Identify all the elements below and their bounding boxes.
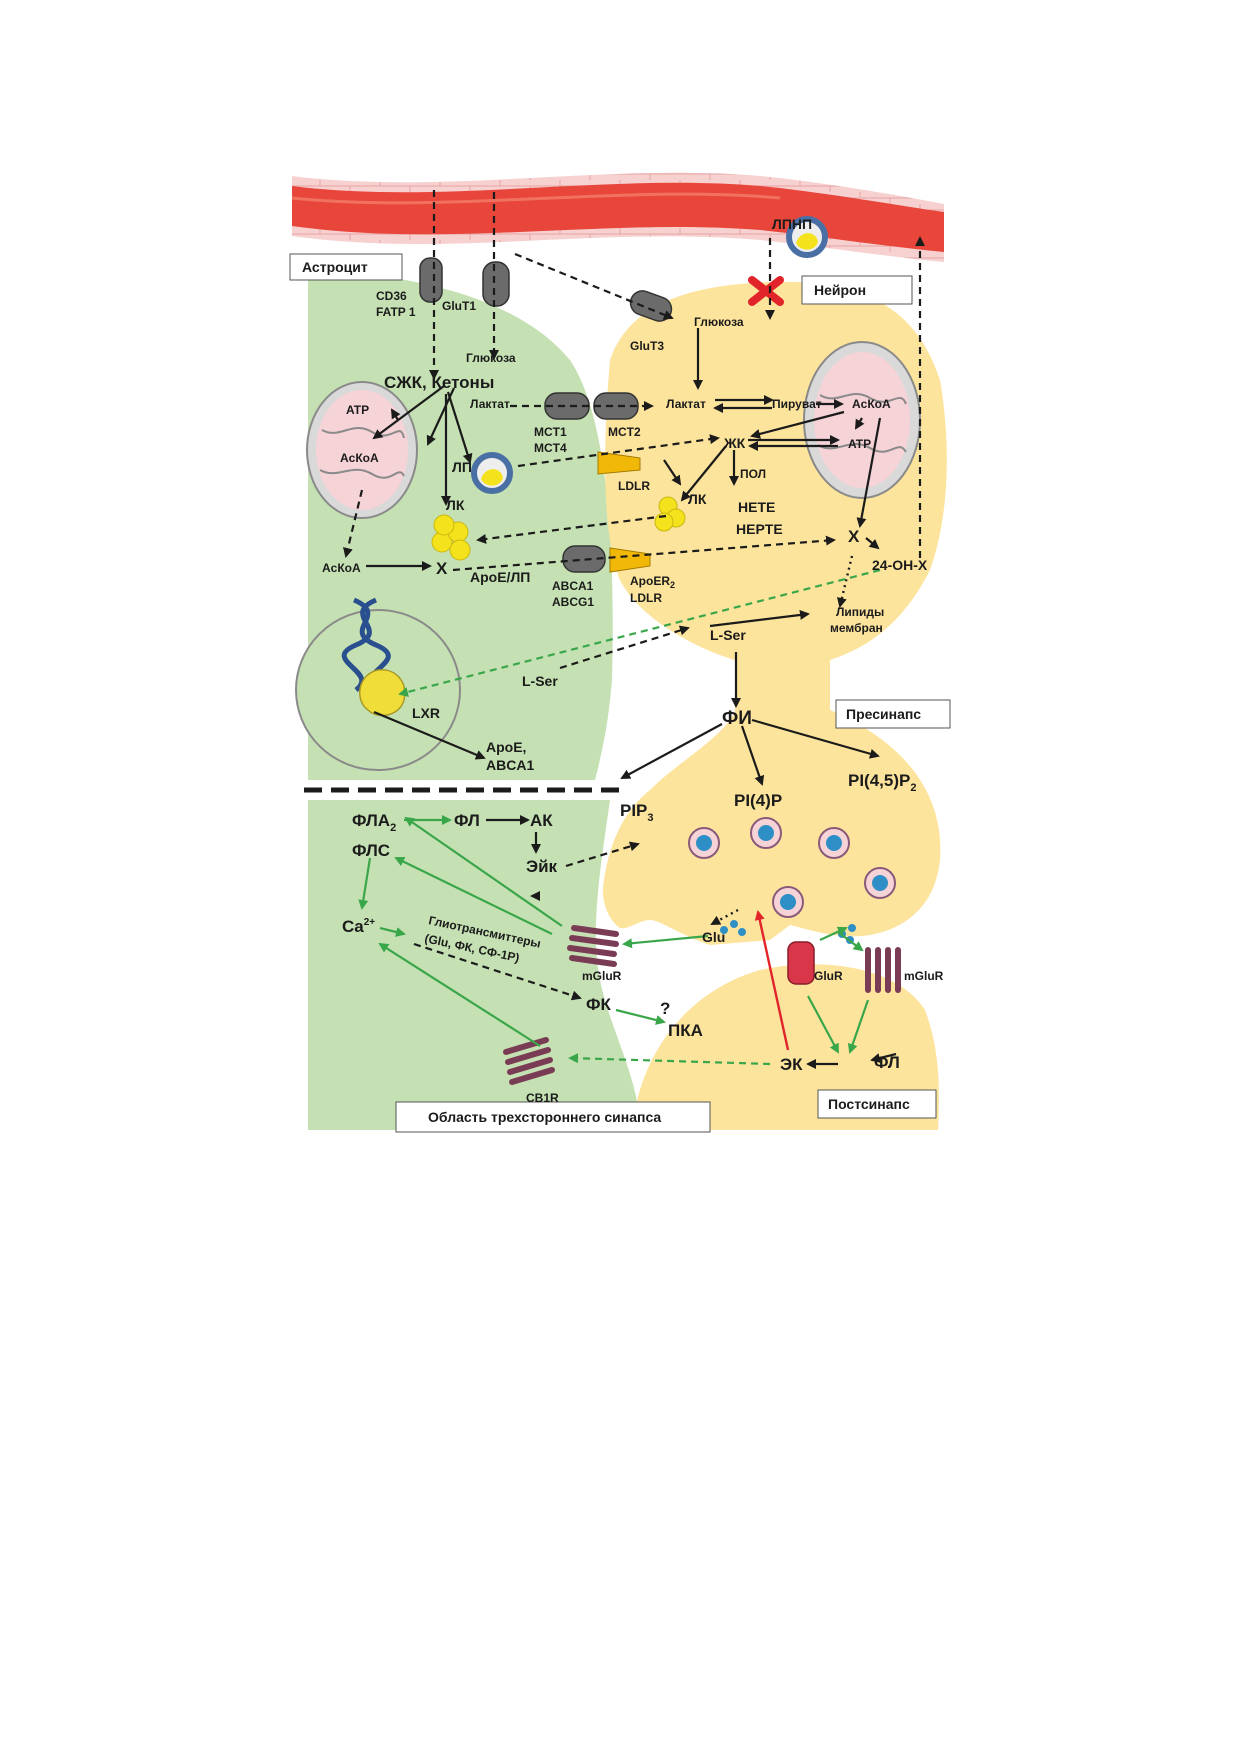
glut1-transporter-icon	[482, 261, 510, 307]
blocked-cross-icon	[748, 276, 784, 306]
lxr-icon	[358, 669, 406, 717]
astro-ld-label: ЛК	[446, 497, 465, 513]
ldl-particle-icon	[786, 216, 828, 258]
synaptic-vesicles	[688, 817, 896, 918]
apoe-label: ApoE,	[486, 739, 526, 755]
hete-label: HETE	[738, 499, 775, 515]
fa-label: ЖК	[723, 435, 746, 451]
abcg1-label: ABCG1	[552, 595, 594, 609]
pi4p-label: PI(4)P	[734, 791, 782, 810]
cb1r-receptor-icon	[503, 1037, 555, 1085]
pla2-label: ФЛА2	[352, 811, 396, 834]
pl-label: ФЛ	[454, 811, 480, 830]
apoe-lp-label: ApoE/ЛП	[470, 569, 530, 585]
abca1-transporter-label: ABCA1	[552, 579, 594, 593]
astrocyte-lower-body	[308, 800, 640, 1130]
svg-text:Область трехстороннего синапса: Область трехстороннего синапса	[428, 1109, 661, 1125]
apoer2-label: ApoER2	[630, 574, 675, 590]
black-solid-arrows	[366, 328, 897, 1069]
plc-label: ФЛС	[352, 841, 390, 860]
fk-label: ФК	[586, 995, 612, 1014]
fatp1-label: FATP 1	[376, 305, 416, 319]
pi45p2-label: PI(4,5)P2	[848, 771, 916, 794]
astro-mglur-label: mGluR	[582, 969, 622, 983]
ldlr-label: LDLR	[618, 479, 650, 493]
ca-label: Ca2+	[342, 917, 375, 936]
astro-glucose-label: Глюкоза	[466, 351, 516, 365]
cb1r-label: CB1R	[526, 1091, 559, 1105]
astro-lp-label: ЛП	[452, 459, 472, 475]
ldlr-receptor-icon	[597, 451, 641, 475]
green-solid-arrows	[358, 815, 870, 1054]
astro-lactate-label: Лактат	[470, 397, 510, 411]
membrane-lipids-label-2: мембран	[830, 621, 883, 635]
post-pl-label: ФЛ	[874, 1053, 900, 1072]
neuron-x-label: X	[848, 527, 860, 546]
postsynapse-body	[632, 964, 939, 1130]
neuron-lipid-droplets	[654, 496, 686, 532]
post-mglur-receptor-icon	[865, 947, 901, 993]
hepte-label: HEPTE	[736, 521, 783, 537]
mct4-label: MCT4	[534, 441, 567, 455]
pka-label: ПКА	[668, 1021, 703, 1040]
astro-x-label: X	[436, 559, 448, 578]
ek-label: ЭК	[780, 1055, 803, 1074]
fa-ketones-label: СЖК, Кетоны	[384, 373, 494, 392]
mct2-label: MCT2	[608, 425, 641, 439]
glut1-label: GluT1	[442, 299, 476, 313]
lipoprotein-icon	[471, 452, 513, 494]
astro-acoa-label: AcКoA	[322, 561, 361, 575]
astro-mglur-receptor-icon	[567, 925, 619, 967]
astrocyte-lipid-droplets	[431, 514, 471, 561]
neuron-glucose-label: Глюкоза	[694, 315, 744, 329]
abca1-transporter-icon	[562, 545, 606, 573]
dotted-arrows	[710, 555, 854, 926]
svg-text:Нейрон: Нейрон	[814, 282, 866, 298]
tripartite-label-box: Область трехстороннего синапса	[395, 1101, 711, 1133]
pi-label: ФИ	[722, 708, 752, 729]
neuron-ld-label: ЛК	[688, 491, 707, 507]
ldl-label: ЛПНП	[772, 216, 812, 232]
glu-label: Glu	[702, 929, 725, 945]
cd36-transporter-icon	[419, 257, 443, 303]
astro-acoa-mito-label: AcКoA	[340, 451, 379, 465]
presynapse-label-box: Пресинапс	[835, 699, 951, 729]
neuron-atp-label: ATP	[848, 437, 871, 451]
neuron-label-box: Нейрон	[801, 275, 913, 305]
cd36-label: CD36	[376, 289, 407, 303]
neuron-lactate-label: Лактат	[666, 397, 706, 411]
glur-receptor-icon	[787, 941, 815, 985]
question-label: ?	[660, 999, 670, 1018]
svg-text:Пресинапс: Пресинапс	[846, 706, 921, 722]
mct1-label: MCT1	[534, 425, 567, 439]
lxr-label: LXR	[412, 705, 440, 721]
apoer2-receptor-icon	[609, 547, 651, 573]
green-dashed-arrows	[398, 568, 881, 1066]
astrocyte-mitochondrion	[306, 381, 418, 519]
neuron-lser-label: L-Ser	[710, 627, 746, 643]
black-dashed-arrows	[343, 190, 925, 1001]
ak-label: АК	[530, 811, 553, 830]
pol-label: ПОЛ	[740, 467, 766, 481]
astrocyte-label-box: Астроцит	[289, 253, 403, 281]
eik-label: Эйк	[526, 857, 558, 876]
post-mglur-label: mGluR	[904, 969, 944, 983]
ldlr2-label: LDLR	[630, 591, 662, 605]
blood-vessel	[291, 172, 944, 262]
astro-abca1-label: ABCA1	[486, 757, 534, 773]
postsynapse-label-box: Постсинапс	[817, 1089, 937, 1119]
oh-x-label: 24-OH-X	[872, 557, 928, 573]
membrane-lipids-label-1: Липиды	[836, 605, 884, 619]
red-arrow	[754, 910, 790, 1051]
pyruvate-label: Пируват	[772, 397, 822, 411]
astro-lser-label: L-Ser	[522, 673, 558, 689]
astro-atp-label: ATP	[346, 403, 369, 417]
glur-label: GluR	[814, 969, 843, 983]
svg-text:Астроцит: Астроцит	[302, 259, 368, 275]
svg-text:Постсинапс: Постсинапс	[828, 1096, 910, 1112]
pip3-label: PIP3	[620, 801, 654, 824]
neuron-acoa-label: AcКoA	[852, 397, 891, 411]
glut3-label: GluT3	[630, 339, 664, 353]
